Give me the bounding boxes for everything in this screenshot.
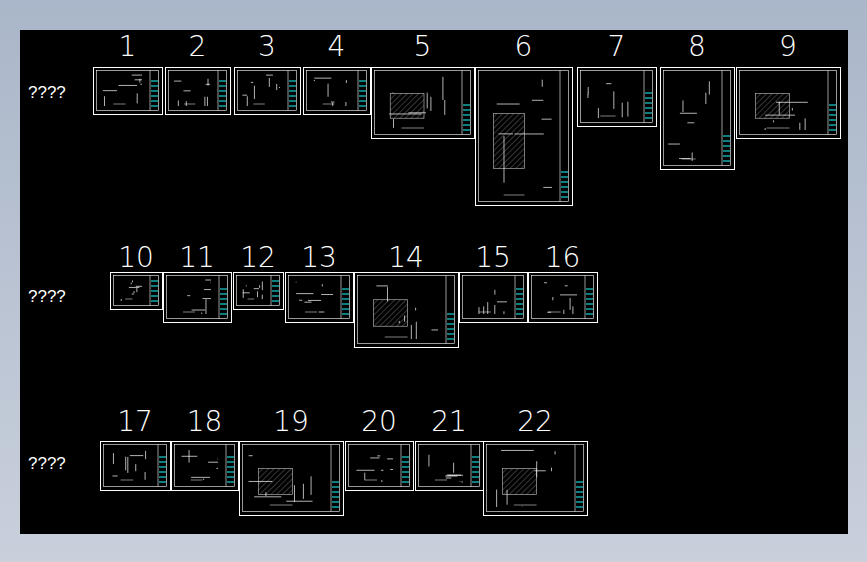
sheet-drawing — [100, 441, 171, 491]
sheet-number: 18 — [171, 407, 238, 437]
sheet-drawing — [171, 441, 239, 491]
sheet-number: 11 — [163, 243, 231, 273]
drawing-sheet: 22 — [483, 407, 587, 515]
drawing-sheet: 14 — [354, 243, 458, 347]
sheet-drawing — [285, 272, 354, 323]
drawing-sheet: 21 — [415, 407, 483, 490]
row-label: ???? — [28, 83, 66, 103]
drawing-sheet: 15 — [459, 243, 527, 322]
drawing-sheet: 13 — [285, 243, 353, 322]
sheet-number: 10 — [110, 243, 162, 273]
sheet-number: 8 — [660, 32, 734, 62]
drawing-sheet: 1 — [93, 32, 162, 114]
sheet-drawing — [345, 441, 414, 491]
sheet-drawing — [459, 272, 528, 323]
drawing-sheet: 3 — [234, 32, 300, 114]
sheet-drawing — [239, 441, 344, 516]
sheet-drawing — [110, 272, 163, 310]
drawing-sheet: 2 — [165, 32, 230, 114]
drawing-sheet: 18 — [171, 407, 238, 490]
drawing-sheet: 4 — [303, 32, 370, 114]
sheet-drawing — [736, 67, 841, 139]
drawing-sheet: 7 — [577, 32, 656, 126]
sheet-number: 19 — [239, 407, 343, 437]
drawing-sheet: 9 — [736, 32, 840, 138]
drawing-sheet: 17 — [100, 407, 170, 490]
sheet-number: 13 — [285, 243, 353, 273]
sheet-number: 21 — [415, 407, 483, 437]
sheet-drawing — [577, 67, 657, 127]
drawing-sheet: 19 — [239, 407, 343, 515]
drawing-sheet: 12 — [233, 243, 283, 309]
sheet-drawing — [303, 67, 371, 115]
drawing-sheet: 20 — [345, 407, 413, 490]
sheet-number: 7 — [577, 32, 656, 62]
sheet-number: 15 — [459, 243, 527, 273]
sheet-drawing — [371, 67, 475, 139]
row-label: ???? — [28, 454, 66, 474]
drawing-sheet: 8 — [660, 32, 734, 169]
sheet-number: 6 — [475, 32, 572, 62]
sheet-drawing — [165, 67, 231, 115]
sheet-number: 9 — [736, 32, 840, 62]
sheet-number: 2 — [165, 32, 230, 62]
sheet-drawing — [528, 272, 598, 323]
sheet-drawing — [93, 67, 163, 115]
sheet-number: 5 — [371, 32, 474, 62]
sheet-drawing — [234, 67, 301, 115]
model-space — [20, 30, 848, 534]
sheet-number: 16 — [528, 243, 597, 273]
sheet-number: 1 — [93, 32, 162, 62]
drawing-sheet: 10 — [110, 243, 162, 309]
drawing-sheet: 16 — [528, 243, 597, 322]
sheet-drawing — [660, 67, 735, 170]
drawing-sheet: 5 — [371, 32, 474, 138]
drawing-sheet: 11 — [163, 243, 231, 322]
sheet-drawing — [415, 441, 484, 491]
sheet-number: 22 — [483, 407, 587, 437]
sheet-number: 12 — [233, 243, 283, 273]
sheet-drawing — [233, 272, 284, 310]
sheet-number: 17 — [100, 407, 170, 437]
sheet-number: 3 — [234, 32, 300, 62]
sheet-number: 14 — [354, 243, 458, 273]
row-label: ???? — [28, 287, 66, 307]
sheet-drawing — [475, 67, 573, 206]
sheet-drawing — [163, 272, 232, 323]
sheet-number: 4 — [303, 32, 370, 62]
sheet-number: 20 — [345, 407, 413, 437]
drawing-sheet: 6 — [475, 32, 572, 205]
sheet-drawing — [483, 441, 588, 516]
sheet-drawing — [354, 272, 459, 348]
